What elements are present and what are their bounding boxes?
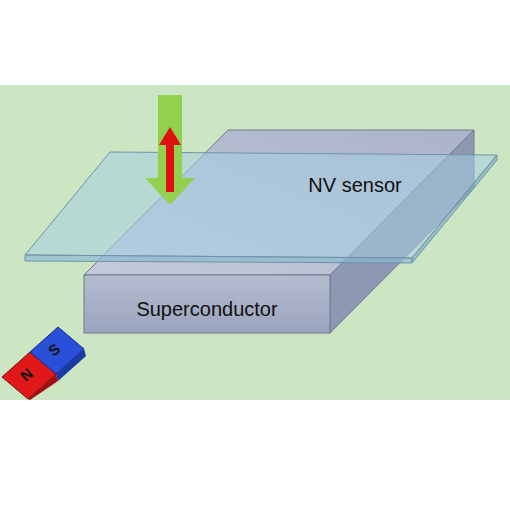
magnet-south xyxy=(30,327,84,374)
emission-arrow-shaft xyxy=(166,144,174,192)
sensor-node: NV sensor xyxy=(280,168,430,202)
part-name: Superconductor xyxy=(136,298,277,321)
sensor-plate-edge xyxy=(25,255,412,263)
block-front xyxy=(84,275,330,333)
emission-arrow-head xyxy=(159,127,181,145)
block-node: Superconductor xyxy=(100,292,314,326)
background-panel xyxy=(0,85,510,400)
sensor-plate-side xyxy=(412,155,497,263)
part-name: NV sensor xyxy=(308,174,401,197)
